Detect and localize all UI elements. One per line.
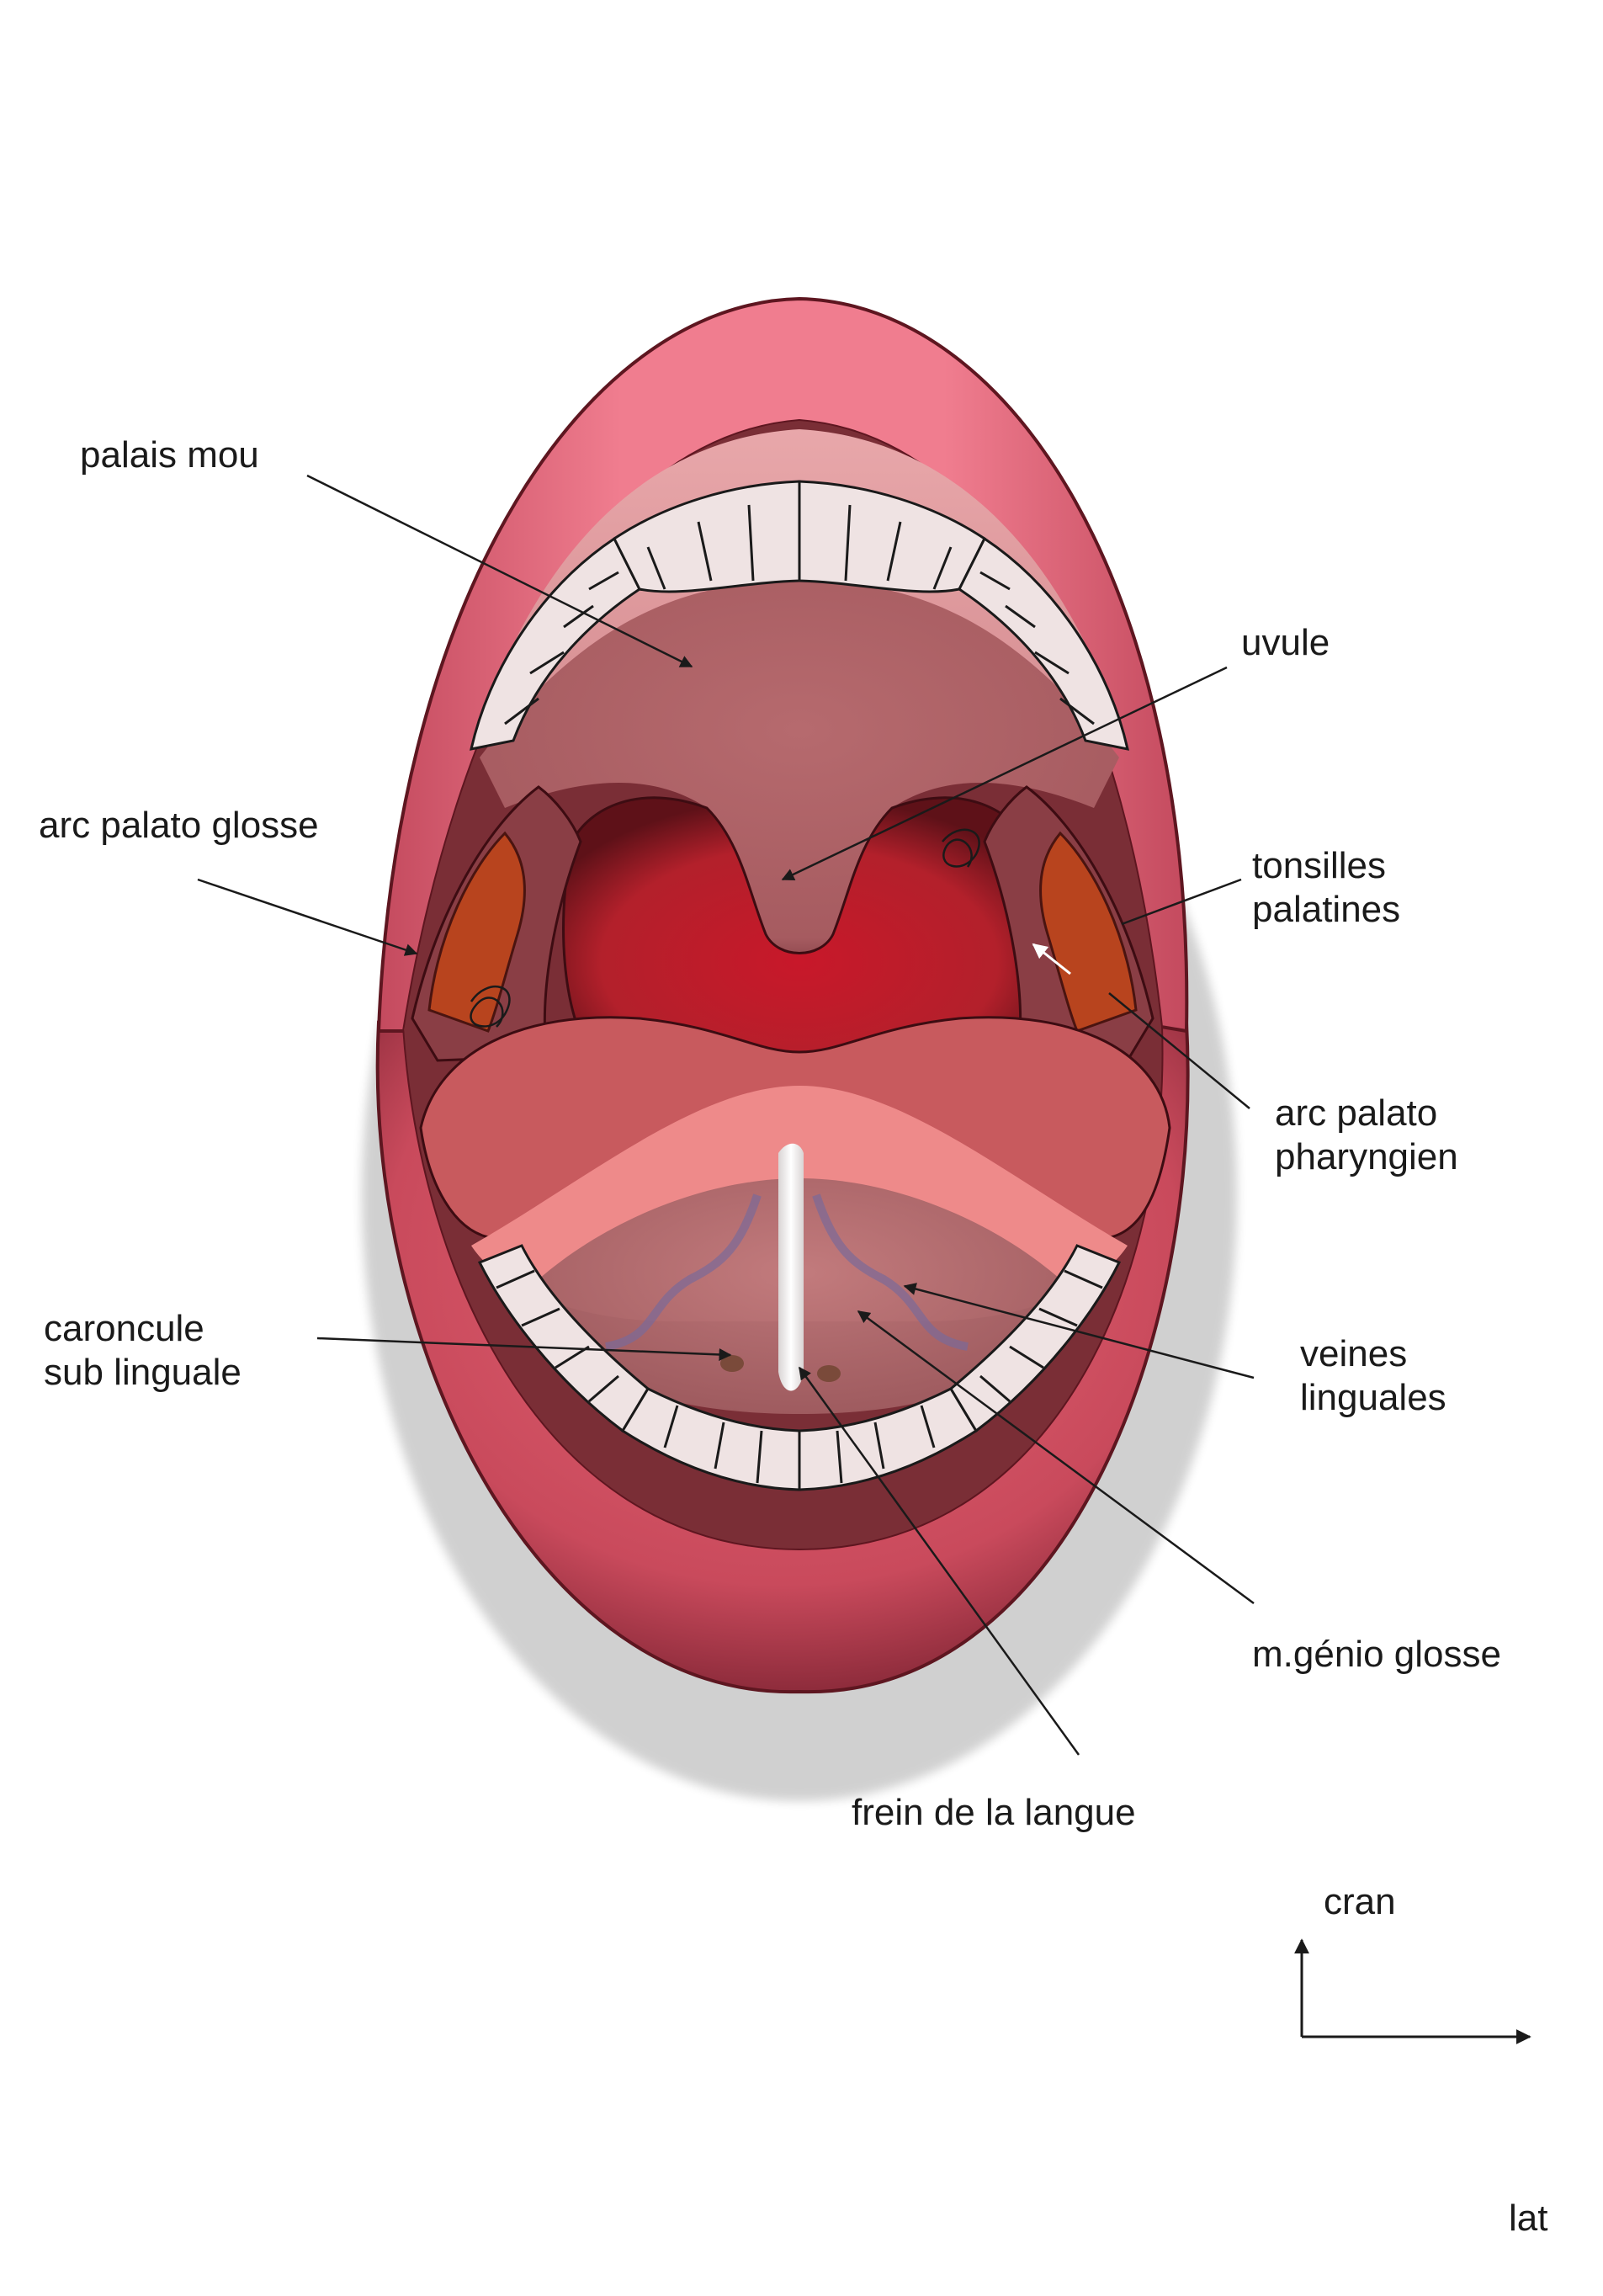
leader-caroncule [316,1337,732,1361]
leader-palais-mou [306,474,693,668]
tonsil-left [427,831,526,1033]
label-tonsilles-palatines: tonsilles palatines [1252,844,1400,932]
label-veines-linguales: veines linguales [1300,1332,1446,1420]
squiggle-right [942,828,980,868]
caruncle-left [720,1355,744,1372]
frein-langue [778,1143,804,1391]
label-uvule: uvule [1241,622,1330,663]
label-tonsilles-line1: tonsilles [1252,845,1386,886]
label-arc-palato-glosse: arc palato glosse [39,805,319,846]
label-caroncule-sub-linguale: caroncule sub linguale [44,1307,242,1395]
vein-right [812,1193,969,1351]
squiggle-left [470,986,511,1028]
leader-genio-glosse [857,1310,1255,1605]
orientation-axes [1294,1938,1531,2044]
label-palais-mou: palais mou [80,434,259,476]
label-lat: lat [1509,2198,1548,2239]
palais-mou-surface [480,581,1119,954]
leader-frein [798,1366,1080,1756]
lower-teeth [477,1244,1122,1491]
leader-tonsilles [1121,878,1242,926]
label-veines-line1: veines [1300,1333,1408,1374]
leader-arc-pharyngien-white [1032,943,1071,975]
leader-lines [197,474,1255,1756]
label-frein-langue: frein de la langue [852,1792,1136,1833]
leader-uvule [781,666,1228,881]
tonsil-right [1039,831,1138,1033]
label-arc-palato-pharyngien: arc palato pharyngien [1275,1092,1458,1179]
label-tonsilles-line2: palatines [1252,889,1401,930]
leader-veines [903,1283,1255,1379]
leader-arc-palato-glosse [197,878,418,956]
leader-arc-pharyngien [1108,992,1250,1109]
caruncle-right [817,1365,841,1382]
label-arc-pharyngien-line2: pharyngien [1275,1136,1458,1177]
label-genio-glosse: m.génio glosse [1252,1634,1501,1675]
upper-teeth [470,480,1129,751]
label-arc-pharyngien-line1: arc palato [1275,1092,1438,1134]
label-caroncule-line1: caroncule [44,1308,204,1349]
label-caroncule-line2: sub linguale [44,1352,242,1393]
vein-left [605,1193,762,1351]
label-cran: cran [1324,1881,1396,1922]
label-veines-line2: linguales [1300,1377,1446,1418]
